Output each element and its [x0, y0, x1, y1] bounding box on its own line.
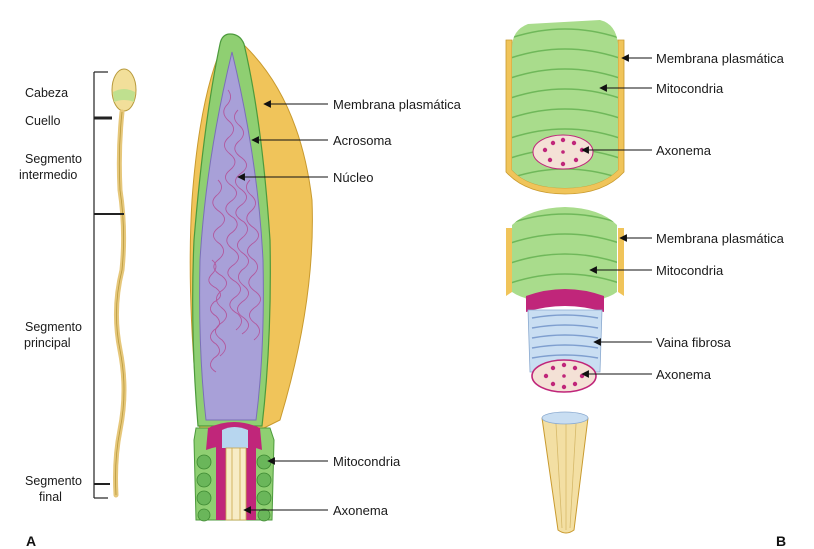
- label-membrana-plasmatica-b2: Membrana plasmática: [656, 231, 785, 246]
- centriole: [222, 427, 248, 448]
- label-acrosoma: Acrosoma: [333, 133, 392, 148]
- label-membrana-plasmatica-head: Membrana plasmática: [333, 97, 462, 112]
- label-nucleo: Núcleo: [333, 170, 373, 185]
- label-segmento-intermedio-1: Segmento: [25, 152, 82, 166]
- end-piece-figure: [542, 412, 588, 533]
- label-cuello: Cuello: [25, 114, 60, 128]
- label-segmento-principal-1: Segmento: [25, 320, 82, 334]
- head-detail-figure: Membrana plasmática Acrosoma Núcleo Mito…: [190, 34, 461, 521]
- label-axonema-head: Axonema: [333, 503, 389, 518]
- panel-label-a: A: [26, 533, 36, 549]
- principal-piece-figure: Membrana plasmática Mitocondria Vaina fi…: [505, 200, 785, 392]
- label-membrana-plasmatica-b1: Membrana plasmática: [656, 51, 785, 66]
- middle-piece-figure: Membrana plasmática Mitocondria Axonema: [505, 18, 785, 194]
- annulus: [526, 289, 604, 312]
- mitochondria-sheath-right: [246, 446, 256, 520]
- label-axonema-b1: Axonema: [656, 143, 712, 158]
- label-segmento-final-2: final: [39, 490, 62, 504]
- label-mitocondria-head: Mitocondria: [333, 454, 401, 469]
- whole-sperm-figure: Cabeza Cuello Segmento intermedio Segmen…: [19, 69, 136, 504]
- label-axonema-b2: Axonema: [656, 367, 712, 382]
- label-vaina-fibrosa: Vaina fibrosa: [656, 335, 732, 350]
- panel-label-b: B: [776, 533, 786, 549]
- mitochondria-sheath-left: [216, 446, 226, 520]
- axoneme-shape: [226, 448, 246, 520]
- label-mitocondria-b1: Mitocondria: [656, 81, 724, 96]
- label-cabeza: Cabeza: [25, 86, 68, 100]
- label-segmento-final-1: Segmento: [25, 474, 82, 488]
- label-segmento-intermedio-2: intermedio: [19, 168, 77, 182]
- label-segmento-principal-2: principal: [24, 336, 71, 350]
- label-mitocondria-b2: Mitocondria: [656, 263, 724, 278]
